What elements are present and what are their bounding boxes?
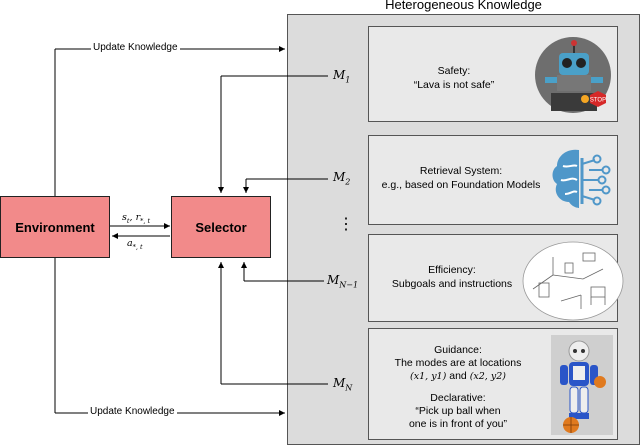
guidance-line1: The modes are at locations <box>394 357 522 369</box>
module-box-guidance: Guidance: The modes are at locations (x1… <box>368 328 618 440</box>
panel-title: Heterogeneous Knowledge <box>385 0 542 12</box>
module-label-mn: MN <box>333 376 353 393</box>
state-reward-label: st, r*, t <box>122 212 151 225</box>
ellipsis-dots: ⋮ <box>338 216 354 233</box>
efficiency-text: Subgoals and instructions <box>391 278 513 290</box>
declarative-quote-1: “Pick up ball when <box>415 405 501 417</box>
module-label-m1: M1 <box>333 68 351 85</box>
module-box-retrieval: Retrieval System: e.g., based on Foundat… <box>368 135 618 225</box>
robot-stop-sign-image: STOP <box>535 37 611 113</box>
declarative-title: Declarative: <box>430 392 486 404</box>
environment-box: Environment <box>0 196 110 258</box>
room-sketch-image <box>522 241 624 321</box>
module-box-efficiency: Efficiency: Subgoals and instructions <box>368 234 624 322</box>
retrieval-text: e.g., based on Foundation Models <box>381 179 541 191</box>
update-knowledge-top-label: Update Knowledge <box>91 42 180 53</box>
retrieval-title: Retrieval System: <box>419 165 503 177</box>
brain-network-icon <box>552 149 611 208</box>
module-label-m2: M2 <box>333 170 351 187</box>
update-knowledge-bottom-label: Update Knowledge <box>88 406 177 417</box>
declarative-quote-2: one is in front of you” <box>408 418 508 430</box>
module-box-safety: Safety: “Lava is not safe” STOP <box>368 26 618 122</box>
guidance-title: Guidance: <box>434 344 482 356</box>
selector-box: Selector <box>171 196 271 258</box>
guidance-locations: (x1, y1) and (x2, y2) <box>410 370 506 382</box>
action-label: a*, t <box>127 238 143 251</box>
efficiency-title: Efficiency: <box>428 264 476 276</box>
humanoid-robot-ball-image <box>551 335 613 435</box>
svg-text:STOP: STOP <box>590 98 606 104</box>
safety-title: Safety: <box>437 65 471 77</box>
safety-text: “Lava is not safe” <box>413 79 495 91</box>
module-label-mn-1: MN−1 <box>327 273 359 290</box>
